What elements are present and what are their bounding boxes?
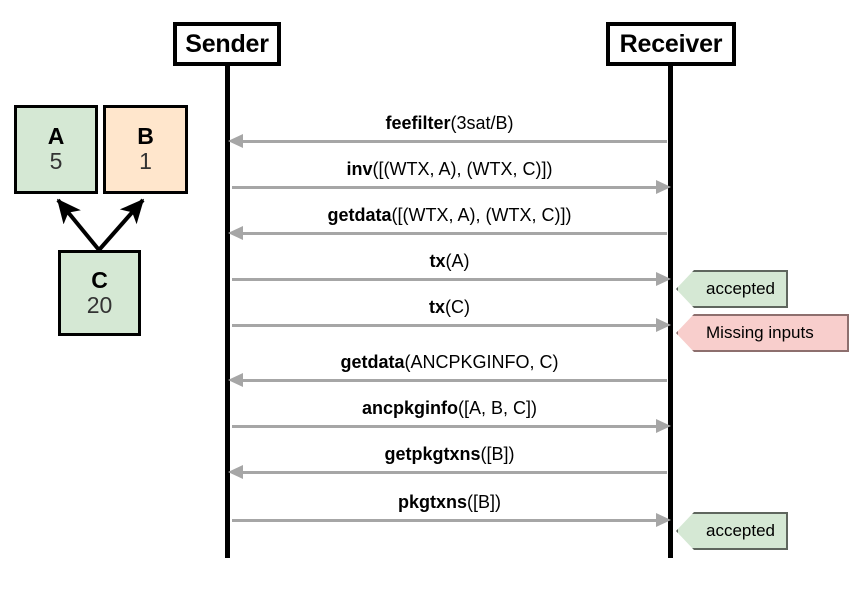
message-line-2: [232, 186, 667, 189]
message-label-4: tx(A): [229, 251, 670, 272]
tx-c-value: 20: [86, 291, 113, 318]
message-args-3: ([(WTX, A), (WTX, C)]): [391, 205, 572, 225]
tx-box-c[interactable]: C 20: [58, 250, 141, 336]
message-line-1: [232, 140, 667, 143]
message-line-6: [232, 379, 667, 382]
message-row-8[interactable]: getpkgtxns([B]): [228, 441, 670, 481]
message-command-7: ancpkginfo: [361, 398, 458, 418]
message-args-5: (C): [445, 297, 470, 317]
message-args-9: ([B]): [467, 492, 501, 512]
status-badge-accepted-tx-a[interactable]: accepted: [676, 270, 788, 308]
message-arrowhead-left-8: [228, 465, 243, 479]
message-args-1: (3sat/B): [450, 113, 514, 133]
status-badge-missing-inputs-tx-c[interactable]: Missing inputs: [676, 314, 849, 352]
message-line-5: [232, 324, 667, 327]
message-command-3: getdata: [327, 205, 392, 225]
message-command-4: tx: [429, 251, 446, 271]
message-line-4: [232, 278, 667, 281]
message-row-3[interactable]: getdata([(WTX, A), (WTX, C)]): [228, 202, 670, 242]
message-label-6: getdata(ANCPKGINFO, C): [229, 352, 670, 373]
message-label-3: getdata([(WTX, A), (WTX, C)]): [229, 205, 670, 226]
tx-box-b[interactable]: B 1: [103, 105, 188, 194]
lifeline-receiver: [668, 64, 673, 558]
message-line-8: [232, 471, 667, 474]
message-args-4: (A): [445, 251, 470, 271]
message-args-6: (ANCPKGINFO, C): [404, 352, 559, 372]
message-command-8: getpkgtxns: [384, 444, 481, 464]
message-line-7: [232, 425, 667, 428]
message-arrowhead-left-3: [228, 226, 243, 240]
message-arrowhead-right-4: [656, 272, 671, 286]
dependency-arrow-c-to-a: [56, 198, 101, 252]
tx-b-value: 1: [139, 148, 152, 175]
message-label-9: pkgtxns([B]): [229, 492, 670, 513]
lifeline-sender: [225, 64, 230, 558]
message-row-4[interactable]: tx(A): [229, 248, 671, 288]
message-row-7[interactable]: ancpkginfo([A, B, C]): [229, 395, 671, 435]
status-badge-accepted-pkgtxns[interactable]: accepted: [676, 512, 788, 550]
message-arrowhead-right-7: [656, 419, 671, 433]
tx-a-label: A: [47, 123, 65, 150]
message-args-7: ([A, B, C]): [458, 398, 538, 418]
message-arrowhead-right-2: [656, 180, 671, 194]
participant-receiver[interactable]: Receiver: [606, 22, 736, 66]
message-arrowhead-left-1: [228, 134, 243, 148]
tx-b-label: B: [137, 123, 154, 150]
message-args-2: ([(WTX, A), (WTX, C)]): [372, 159, 553, 179]
message-label-1: feefilter(3sat/B): [229, 113, 670, 134]
message-row-2[interactable]: inv([(WTX, A), (WTX, C)]): [229, 156, 671, 196]
message-label-7: ancpkginfo([A, B, C]): [229, 398, 670, 419]
message-command-2: inv: [346, 159, 373, 179]
message-line-9: [232, 519, 667, 522]
message-arrowhead-left-6: [228, 373, 243, 387]
message-command-1: feefilter: [385, 113, 451, 133]
message-label-2: inv([(WTX, A), (WTX, C)]): [229, 159, 670, 180]
message-line-3: [232, 232, 667, 235]
message-command-6: getdata: [340, 352, 405, 372]
message-row-1[interactable]: feefilter(3sat/B): [228, 110, 670, 150]
dependency-arrow-c-to-b: [97, 198, 145, 252]
message-label-5: tx(C): [229, 297, 670, 318]
tx-c-label: C: [91, 266, 108, 293]
message-row-5[interactable]: tx(C): [229, 294, 671, 334]
message-arrowhead-right-9: [656, 513, 671, 527]
message-command-9: pkgtxns: [397, 492, 467, 512]
message-label-8: getpkgtxns([B]): [229, 444, 670, 465]
message-row-6[interactable]: getdata(ANCPKGINFO, C): [228, 349, 670, 389]
message-args-8: ([B]): [480, 444, 515, 464]
message-row-9[interactable]: pkgtxns([B]): [229, 489, 671, 529]
message-command-5: tx: [428, 297, 445, 317]
message-arrowhead-right-5: [656, 318, 671, 332]
tx-a-value: 5: [49, 148, 63, 175]
tx-box-a[interactable]: A 5: [14, 105, 98, 194]
participant-sender[interactable]: Sender: [173, 22, 281, 66]
